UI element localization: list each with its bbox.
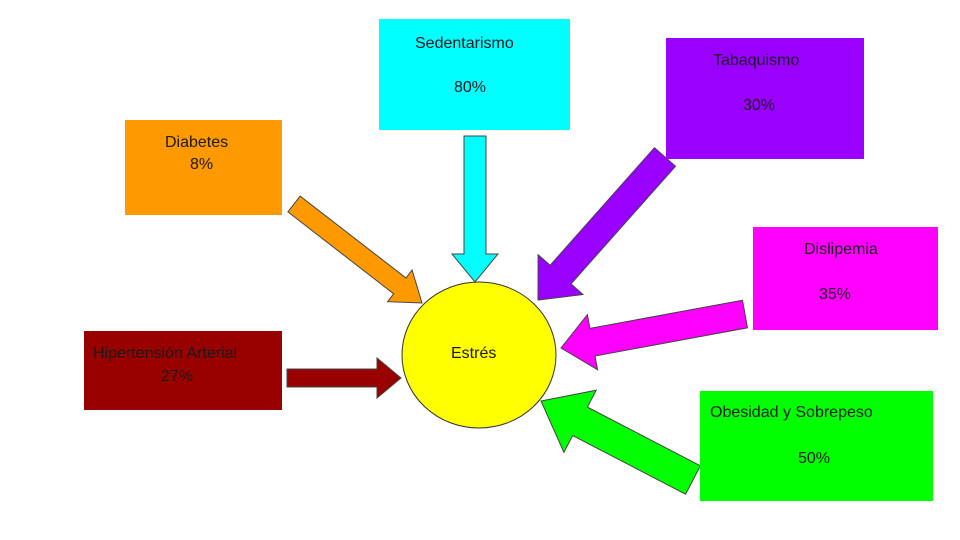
factor-box-hipertension: Hipertensión Arterial 27% — [84, 331, 282, 410]
factor-name: Tabaquismo — [713, 52, 800, 69]
factor-name: Dislipemia — [804, 241, 878, 258]
factor-box-tabaquismo: Tabaquismo 30% — [666, 38, 864, 159]
factor-value: 27% — [161, 368, 194, 385]
factor-value: 35% — [819, 286, 852, 303]
arrow-tabaquismo — [537, 146, 677, 301]
factor-name: Sedentarismo — [415, 35, 514, 52]
factor-name: Hipertensión Arterial — [93, 345, 238, 362]
arrow-hipertension — [286, 356, 402, 400]
factor-value: 30% — [743, 97, 776, 114]
factor-box-sedentarismo: Sedentarismo 80% — [379, 19, 570, 130]
factor-name: Obesidad y Sobrepeso — [710, 404, 873, 421]
center-label: Estrés — [451, 345, 497, 362]
center-ellipse — [401, 281, 557, 429]
factor-value: 80% — [454, 79, 487, 96]
arrow-diabetes — [287, 195, 423, 304]
arrow-dislipemia — [560, 299, 749, 371]
factor-name: Diabetes — [165, 134, 229, 151]
arrow-obesidad — [540, 389, 702, 495]
factor-box-diabetes: Diabetes 8% — [125, 120, 282, 215]
factor-value: 8% — [190, 156, 214, 173]
factor-box-dislipemia: Dislipemia 35% — [753, 227, 938, 330]
factor-box-obesidad: Obesidad y Sobrepeso 50% — [700, 391, 933, 501]
arrow-sedentarismo — [450, 135, 500, 283]
factor-value: 50% — [798, 450, 831, 467]
